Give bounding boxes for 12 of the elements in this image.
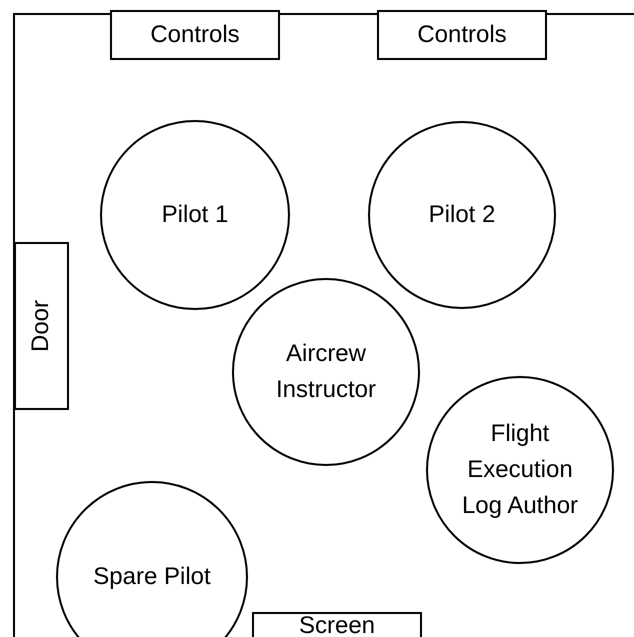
seat-label: Screen <box>298 611 376 637</box>
door-box <box>14 242 69 410</box>
seat-label: Flight Execution Log Author <box>460 419 580 521</box>
seat-label: Door <box>26 300 56 352</box>
control-panel <box>377 10 547 60</box>
seat-label: Spare Pilot <box>93 562 211 592</box>
seat-label: Pilot 2 <box>428 200 496 230</box>
seat-label: Controls <box>417 20 507 50</box>
control-panel <box>110 10 280 60</box>
seat-label: Aircrew Instructor <box>274 339 378 405</box>
seat-label: Controls <box>150 20 240 50</box>
seat-label: Pilot 1 <box>162 200 228 230</box>
